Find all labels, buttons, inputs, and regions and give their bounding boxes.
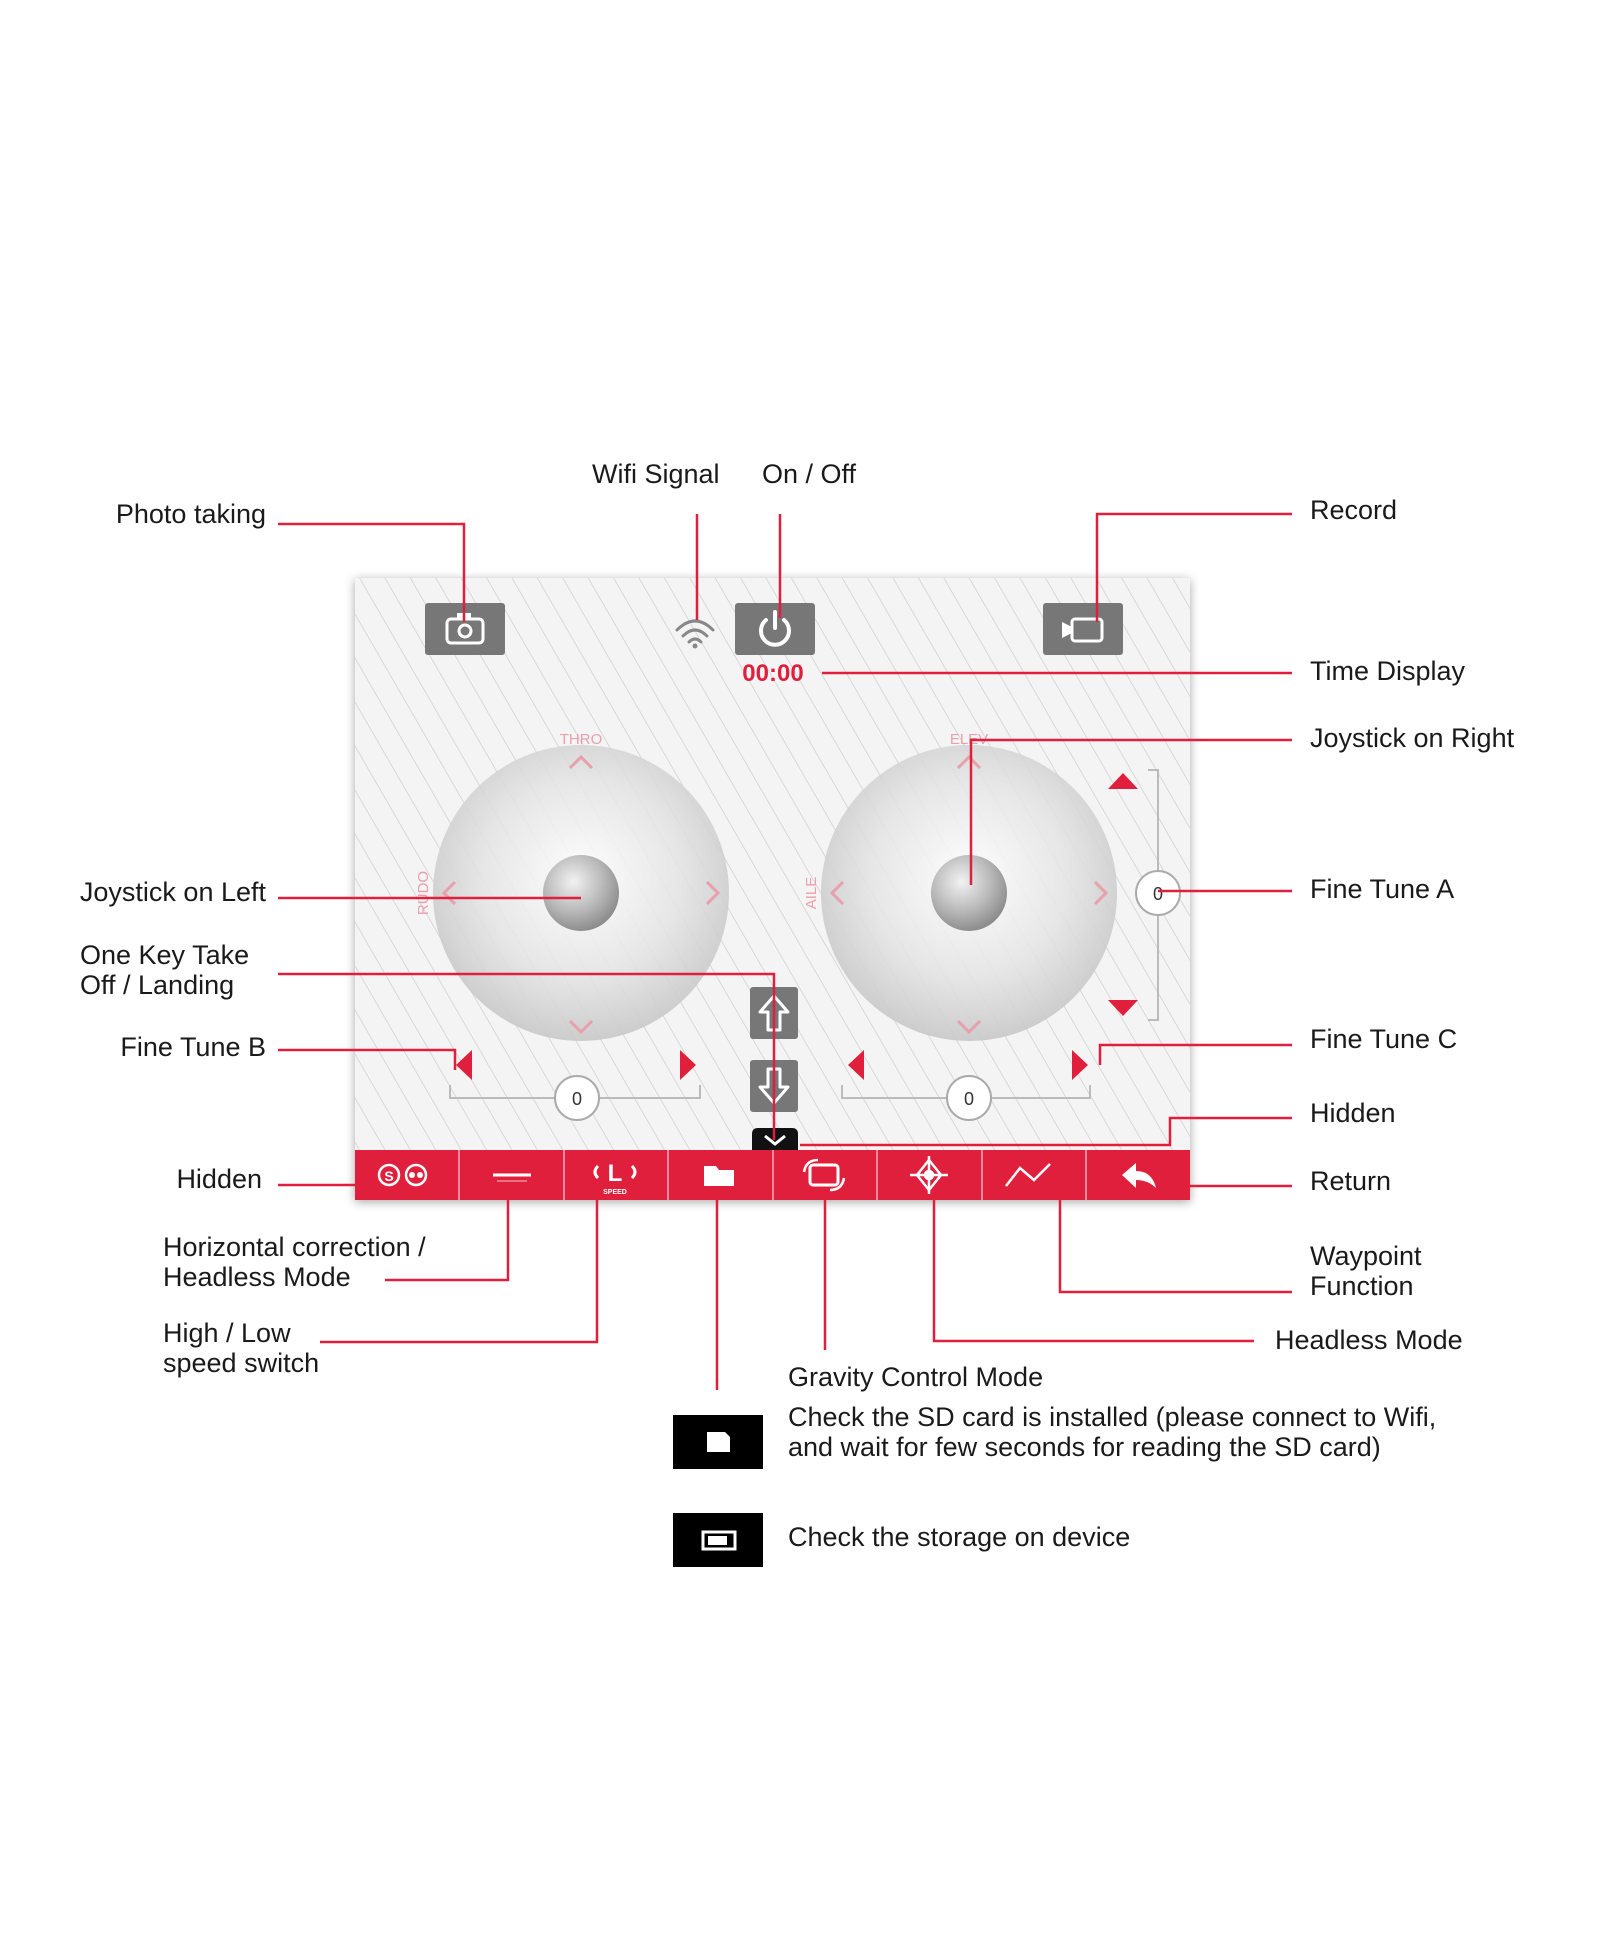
- speed-left-bracket-icon: [593, 1164, 600, 1180]
- return-arrow-icon: [1122, 1163, 1156, 1188]
- callout-one-key-line2: Off / Landing: [80, 970, 235, 1000]
- fine-tune-a-value: 0: [1153, 884, 1163, 904]
- callout-fine-tune-b: Fine Tune B: [120, 1032, 266, 1062]
- screen-mode-s-icon: [377, 1163, 401, 1187]
- sd-card-folder-button[interactable]: [704, 1166, 734, 1186]
- callout-horizontal-line2: Headless Mode: [163, 1262, 351, 1292]
- callout-waypoint-line2: Function: [1310, 1271, 1414, 1301]
- callout-horizontal-line1: Horizontal correction /: [163, 1232, 426, 1262]
- callout-return: Return: [1310, 1166, 1392, 1196]
- sd-card-icon: [707, 1432, 730, 1452]
- wifi-signal-icon: [675, 619, 715, 649]
- return-button[interactable]: [1122, 1163, 1156, 1188]
- fine-tune-b-thumb[interactable]: [554, 1075, 600, 1121]
- drone-icon: [910, 1156, 948, 1194]
- callout-time-display: Time Display: [1310, 656, 1466, 686]
- vr-mode-icon: [404, 1163, 428, 1187]
- video-camera-icon: [1062, 617, 1104, 643]
- fine-tune-b-right-arrow[interactable]: [680, 1050, 696, 1080]
- callout-on-off: On / Off: [762, 459, 857, 489]
- right-joystick[interactable]: ELEV AILE: [803, 731, 1117, 1041]
- chevron-down-icon: [764, 1134, 786, 1146]
- hidden-toolbar-button[interactable]: S: [377, 1163, 428, 1187]
- callout-high-low-line2: speed switch: [163, 1348, 320, 1378]
- callout-headless-mode: Headless Mode: [1275, 1325, 1463, 1355]
- fine-tune-c-left-arrow[interactable]: [848, 1050, 864, 1080]
- time-display: 00:00: [742, 660, 803, 687]
- fine-tune-a-thumb[interactable]: [1135, 870, 1181, 916]
- callout-one-key-line1: One Key Take: [80, 940, 250, 970]
- callout-wifi-signal: Wifi Signal: [592, 459, 720, 489]
- record-button[interactable]: [1043, 603, 1123, 655]
- callout-gravity-mode: Gravity Control Mode: [788, 1362, 1044, 1392]
- speed-right-bracket-icon: [630, 1164, 637, 1180]
- callout-fine-tune-c: Fine Tune C: [1310, 1024, 1458, 1054]
- callout-hidden-left: Hidden: [176, 1164, 262, 1194]
- throttle-label: THRO: [560, 731, 603, 748]
- left-joystick[interactable]: THRO RUDO: [415, 731, 729, 1041]
- device-storage-icon: [701, 1530, 737, 1551]
- speed-switch-button[interactable]: L SPEED: [593, 1160, 637, 1196]
- power-button[interactable]: [735, 603, 815, 655]
- fine-tune-a[interactable]: 0: [1108, 769, 1181, 1021]
- fine-tune-a-up-arrow[interactable]: [1108, 773, 1138, 789]
- left-joystick-arrows: [441, 754, 721, 1035]
- callout-fine-tune-a: Fine Tune A: [1310, 874, 1455, 904]
- fine-tune-a-down-arrow[interactable]: [1108, 1000, 1138, 1016]
- bottom-toolbar: S L SPEED: [355, 1150, 1190, 1200]
- callout-hidden-right: Hidden: [1310, 1098, 1396, 1128]
- waypoint-button[interactable]: [1005, 1163, 1051, 1187]
- elevator-label: ELEV: [950, 731, 988, 748]
- aileron-label: AILE: [803, 877, 820, 910]
- right-joystick-knob[interactable]: [931, 855, 1007, 931]
- svg-text:S: S: [384, 1168, 393, 1184]
- rotate-device-icon: [808, 1163, 840, 1187]
- callout-waypoint-line1: Waypoint: [1310, 1241, 1422, 1271]
- fine-tune-c-right-arrow[interactable]: [1072, 1050, 1088, 1080]
- speed-mode-caption: SPEED: [603, 1189, 627, 1196]
- fine-tune-c[interactable]: 0: [841, 1050, 1091, 1121]
- legend-device-storage-box: [673, 1513, 763, 1567]
- legend-sd-card-text: Check the SD card is installed (please c…: [788, 1402, 1437, 1462]
- legend-device-storage-text: Check the storage on device: [788, 1522, 1131, 1552]
- rudder-label: RUDO: [415, 871, 432, 915]
- fine-tune-c-thumb[interactable]: [946, 1075, 992, 1121]
- callout-joystick-left: Joystick on Left: [79, 877, 266, 907]
- horizontal-correction-button[interactable]: [493, 1173, 531, 1182]
- headless-mode-button[interactable]: [910, 1156, 948, 1194]
- leader-lines: [278, 512, 1292, 1390]
- fine-tune-b[interactable]: 0: [449, 1050, 701, 1121]
- right-joystick-arrows: [829, 754, 1109, 1035]
- speed-mode-letter: L: [608, 1160, 623, 1187]
- callout-high-low-line1: High / Low: [163, 1318, 291, 1348]
- fine-tune-b-left-arrow[interactable]: [456, 1050, 472, 1080]
- callout-joystick-right: Joystick on Right: [1310, 723, 1515, 753]
- fine-tune-b-value: 0: [572, 1089, 582, 1109]
- legend-sd-card-box: [673, 1415, 763, 1469]
- controller-screen: 00:00 THRO RUDO: [355, 578, 1190, 1200]
- left-joystick-knob[interactable]: [543, 855, 619, 931]
- fine-tune-c-value: 0: [964, 1089, 974, 1109]
- callout-record: Record: [1310, 495, 1398, 525]
- gravity-control-button[interactable]: [802, 1158, 846, 1192]
- power-icon: [759, 610, 791, 647]
- folder-icon: [704, 1166, 734, 1186]
- callout-photo-taking: Photo taking: [115, 499, 266, 529]
- waypoint-path-icon: [1005, 1163, 1051, 1187]
